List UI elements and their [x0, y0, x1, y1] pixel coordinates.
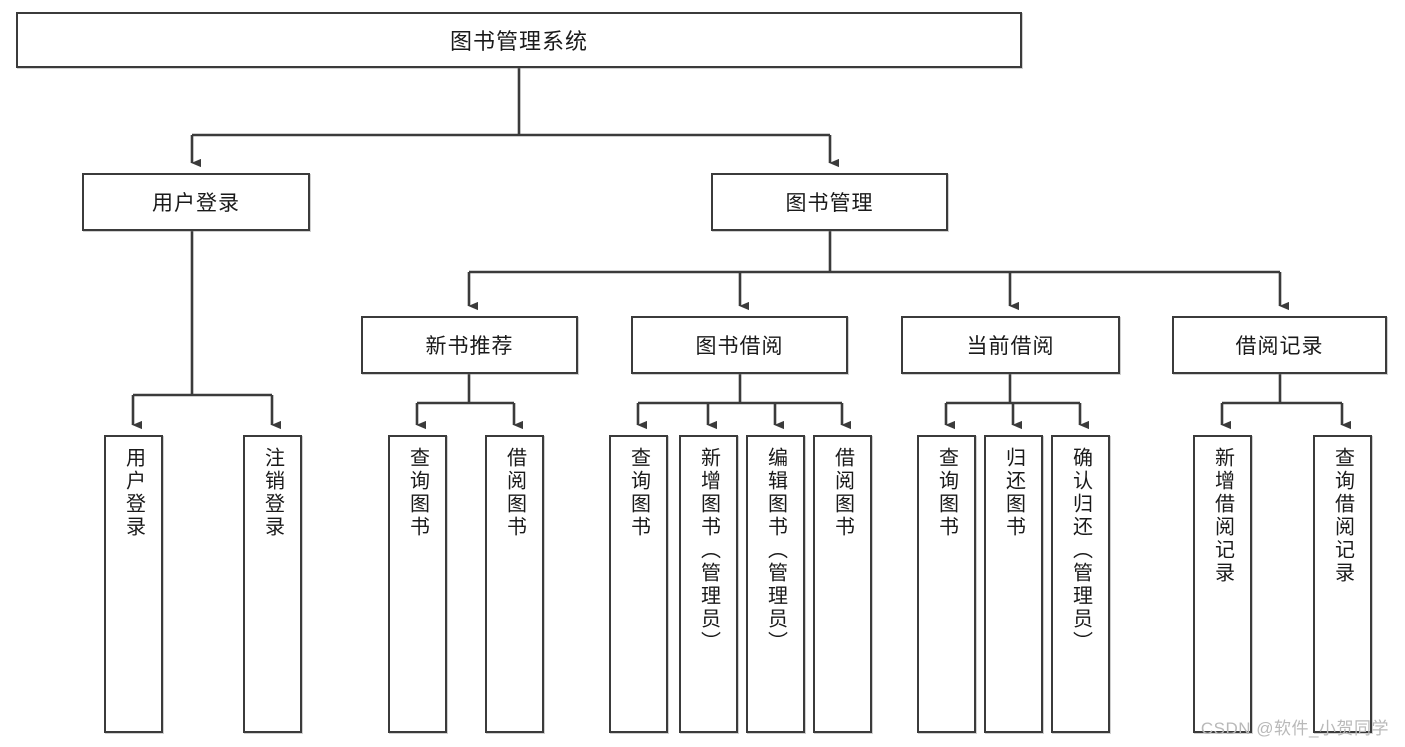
node-label: 用户登录: [122, 447, 145, 539]
watermark-text: CSDN @软件_小贺同学: [1200, 719, 1389, 738]
leaf-borrow-book-recommend[interactable]: 借阅图书: [485, 435, 544, 733]
node-label: 查询借阅记录: [1331, 447, 1354, 585]
leaf-return-book[interactable]: 归还图书: [984, 435, 1043, 733]
node-new-book-recommend[interactable]: 新书推荐: [361, 316, 578, 374]
node-root-system[interactable]: 图书管理系统: [16, 12, 1022, 68]
leaf-edit-book-admin[interactable]: 编辑图书（管理员）: [746, 435, 805, 733]
node-label: 注销登录: [261, 447, 284, 539]
node-label: 编辑图书（管理员）: [764, 447, 787, 654]
leaf-add-borrow-record[interactable]: 新增借阅记录: [1193, 435, 1252, 733]
leaf-query-book-recommend[interactable]: 查询图书: [388, 435, 447, 733]
node-borrow-records[interactable]: 借阅记录: [1172, 316, 1387, 374]
leaf-user-logout[interactable]: 注销登录: [243, 435, 302, 733]
leaf-add-book-admin[interactable]: 新增图书（管理员）: [679, 435, 738, 733]
node-label: 用户登录: [152, 192, 240, 215]
node-label: 图书管理: [785, 192, 874, 215]
node-book-borrow[interactable]: 图书借阅: [631, 316, 848, 374]
leaf-confirm-return-admin[interactable]: 确认归还（管理员）: [1051, 435, 1110, 733]
node-label: 查询图书: [935, 447, 958, 539]
node-label: 新增图书（管理员）: [697, 447, 720, 654]
node-current-borrow[interactable]: 当前借阅: [901, 316, 1120, 374]
leaf-query-book-borrow[interactable]: 查询图书: [609, 435, 668, 733]
node-label: 借阅图书: [831, 447, 854, 539]
leaf-user-login[interactable]: 用户登录: [104, 435, 163, 733]
node-label: 查询图书: [627, 447, 650, 539]
node-label: 图书管理系统: [449, 29, 588, 54]
node-user-login[interactable]: 用户登录: [82, 173, 310, 231]
node-label: 新增借阅记录: [1211, 447, 1234, 585]
node-label: 当前借阅: [966, 335, 1055, 358]
node-label: 新书推荐: [425, 335, 514, 358]
node-label: 查询图书: [406, 447, 429, 539]
node-book-management[interactable]: 图书管理: [711, 173, 948, 231]
node-label: 归还图书: [1002, 447, 1025, 539]
node-label: 确认归还（管理员）: [1069, 447, 1092, 654]
leaf-query-book-current[interactable]: 查询图书: [917, 435, 976, 733]
node-label: 借阅记录: [1235, 335, 1324, 358]
node-label: 图书借阅: [695, 335, 784, 358]
leaf-borrow-book[interactable]: 借阅图书: [813, 435, 872, 733]
node-label: 借阅图书: [503, 447, 526, 539]
leaf-query-borrow-record[interactable]: 查询借阅记录: [1313, 435, 1372, 733]
